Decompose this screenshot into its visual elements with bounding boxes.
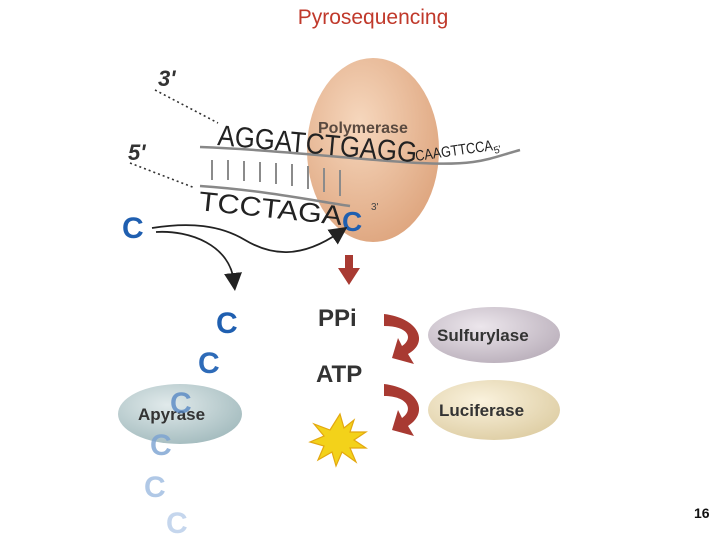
luciferase-enzyme [428,380,560,440]
template-backbone [199,145,521,165]
template-3-prime-label: 3' [158,66,176,91]
base-pair-rungs [211,160,341,196]
nucleotide-free-2: C [198,347,220,380]
nucleotide-free-4: C [150,429,172,462]
primer-leader-dots [129,162,196,189]
ppi-label: PPi [318,305,357,332]
sulfurylase-enzyme [428,307,560,363]
primer-added-nucleotide: C [342,206,362,237]
primer-backbone [199,184,351,208]
polymerase-label: Polymerase [318,120,408,137]
nucleotide-free-1: C [216,307,238,340]
primer-5-prime-label: 5' [128,140,146,165]
primer-3-prime-label: 3' [371,202,379,213]
light-flash-icon [308,412,368,468]
atp-label: ATP [316,361,362,388]
incorporation-arrow [151,224,348,253]
apyrase-label: Apyrase [138,405,205,424]
ppi-release-arrow [338,255,360,285]
apyrase-enzyme [118,384,242,444]
slide-title: Pyrosequencing [297,6,449,29]
nucleotide-free-3: C [170,387,192,420]
template-leader-dots [154,89,219,124]
luciferase-label: Luciferase [439,401,524,420]
atp-to-light-arrow [384,384,420,436]
diffusion-arrow [155,230,242,291]
sulfurylase-label: Sulfurylase [437,326,529,345]
ppi-to-atp-arrow [384,314,420,364]
nucleotide-free-6: C [166,507,188,540]
incoming-nucleotide: C [122,212,144,245]
page-number: 16 [694,505,710,521]
template-5-prime-label: 5' [493,144,504,157]
nucleotide-free-5: C [144,471,166,504]
